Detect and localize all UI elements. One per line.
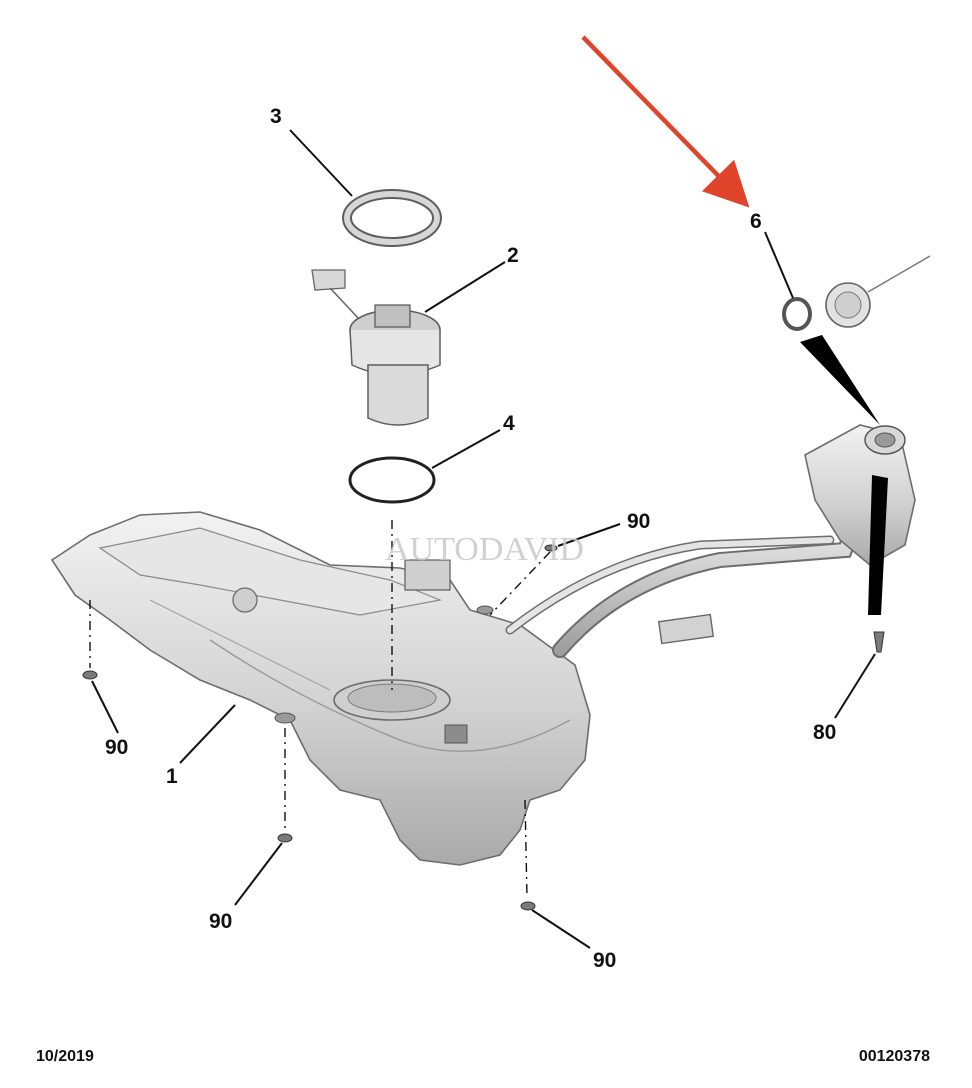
watermark: AUTODAVID	[385, 531, 584, 568]
callout-2: 2	[507, 244, 519, 267]
highlight-arrow	[581, 35, 750, 208]
callout-1: 1	[166, 765, 178, 788]
callout-80: 80	[813, 721, 836, 744]
callout-4: 4	[503, 412, 515, 435]
filler-seal	[782, 297, 812, 331]
assembly-center-lines	[89, 520, 551, 899]
callout-90-bottom-left: 90	[209, 910, 232, 933]
locking-ring	[342, 189, 442, 247]
assembly-wedges	[800, 335, 888, 615]
filler-pipe	[505, 502, 868, 658]
callout-6: 6	[750, 210, 762, 233]
filler-neck-housing	[804, 424, 916, 566]
leader-lines	[91, 129, 876, 949]
callout-90-left: 90	[105, 736, 128, 759]
callout-90-top: 90	[627, 510, 650, 533]
callout-3: 3	[270, 105, 282, 128]
fuel-tank	[50, 511, 591, 866]
diagram-reference: 00120378	[859, 1048, 930, 1065]
fuel-pump-module	[311, 269, 441, 426]
fasteners	[82, 544, 885, 911]
pump-o-ring	[348, 456, 436, 504]
fuel-cap	[825, 255, 931, 328]
callout-90-bottom-right: 90	[593, 949, 616, 972]
diagram-date: 10/2019	[36, 1048, 94, 1065]
